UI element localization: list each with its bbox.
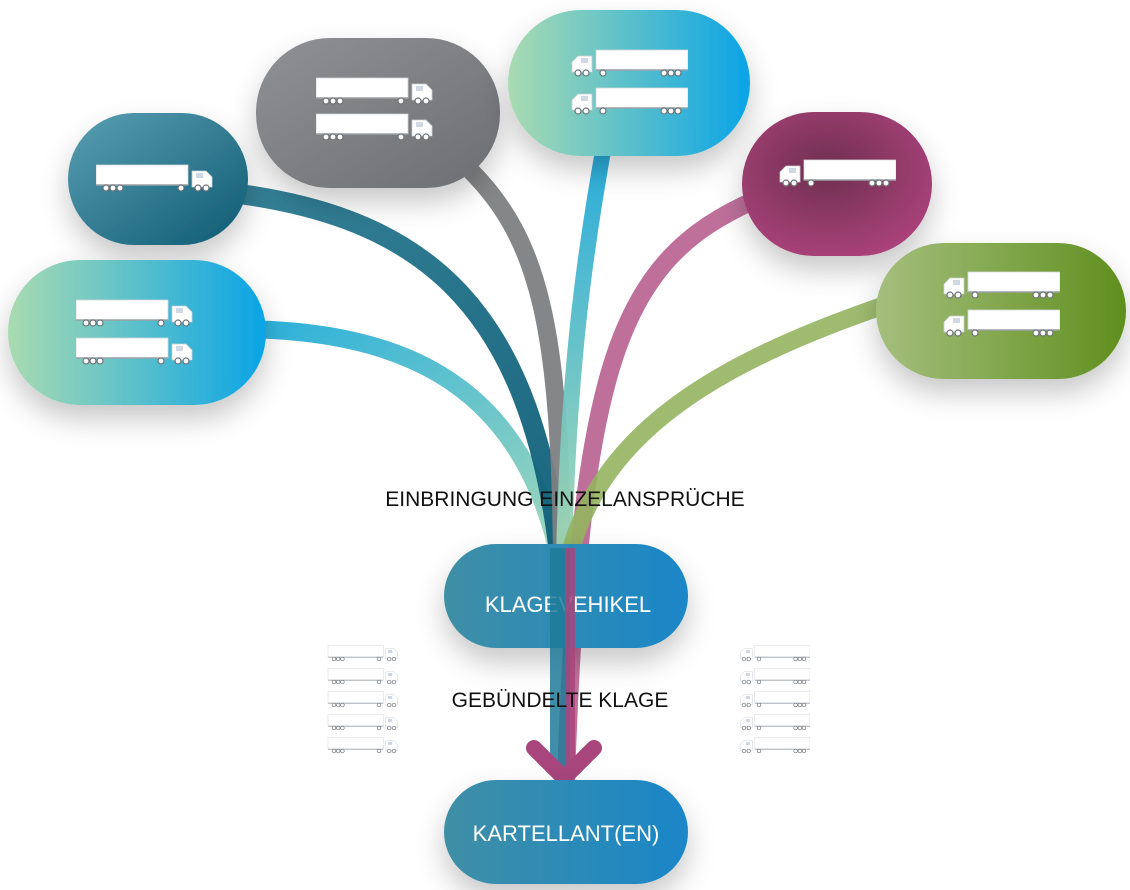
bundled-stream xyxy=(550,548,575,770)
truck-stack-left xyxy=(327,644,399,754)
truck-icon xyxy=(327,713,399,731)
truck-icon xyxy=(740,645,810,661)
truck-stack-right xyxy=(740,645,810,753)
truck-icon xyxy=(327,667,399,685)
streams xyxy=(181,132,909,789)
claimant-node-cyan-top xyxy=(508,10,750,156)
stream-left-cyan xyxy=(181,320,569,569)
label-einbringung: EINBRINGUNG EINZELANSPRÜCHE xyxy=(385,488,744,511)
claimant-node-green xyxy=(876,243,1126,379)
node-kartellant: KARTELLANT(EN) xyxy=(444,780,688,884)
truck-icon xyxy=(740,691,810,707)
stream-teal xyxy=(195,180,570,570)
label-kartellant: KARTELLANT(EN) xyxy=(473,821,660,846)
claimant-node-mint-left xyxy=(8,260,266,405)
truck-icon xyxy=(740,737,810,753)
truck-icon xyxy=(327,736,399,754)
claimant-node-magenta xyxy=(742,112,932,256)
label-gebuendelte-klage: GEBÜNDELTE KLAGE xyxy=(452,689,669,712)
truck-icon xyxy=(740,714,810,730)
truck-icon xyxy=(327,690,399,708)
stream-green xyxy=(559,291,909,569)
claimant-node-teal xyxy=(68,113,248,245)
arrow-down-icon xyxy=(526,740,602,786)
truck-icon xyxy=(740,668,810,684)
claimant-node-gray xyxy=(256,38,500,188)
truck-icon xyxy=(327,644,399,662)
stream-top-cyan xyxy=(556,132,613,568)
